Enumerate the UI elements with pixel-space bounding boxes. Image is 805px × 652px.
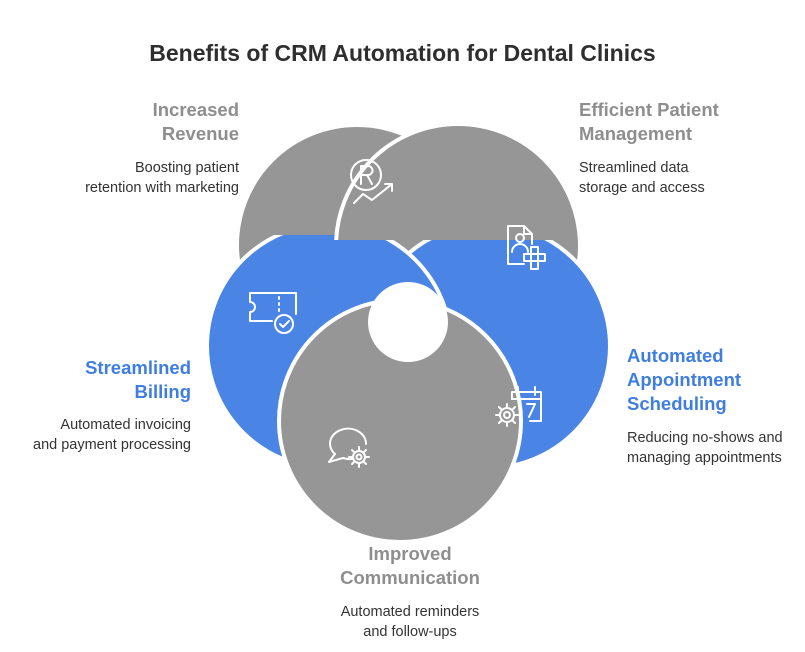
label-streamlined-billing: Streamlined Billing [85,356,191,404]
ring-efficient-patient-management-overlap [334,122,582,240]
label-automated-appointment-scheduling-line-2: Appointment [627,369,742,390]
desc-increased-revenue-line-1: Boosting patient [135,160,239,176]
label-improved-communication-line-2: Communication [340,567,480,588]
page-title: Benefits of CRM Automation for Dental Cl… [149,40,656,66]
label-increased-revenue: Increased Revenue [153,98,239,146]
desc-efficient-patient-management: Streamlined data storage and access [579,158,705,198]
desc-streamlined-billing-line-2: and payment processing [33,437,191,453]
label-automated-appointment-scheduling: Automated Appointment Scheduling [627,344,741,416]
desc-improved-communication: Automated reminders and follow-ups [270,602,550,642]
desc-automated-appointment-scheduling-line-1: Reducing no-shows and [627,430,783,446]
label-efficient-patient-management: Efficient Patient Management [579,98,719,146]
label-increased-revenue-line-2: Revenue [161,123,239,144]
desc-automated-appointment-scheduling-line-2: managing appointments [627,450,782,466]
label-increased-revenue-line-1: Increased [152,99,239,120]
revenue-growth-icon [350,159,393,204]
label-efficient-patient-management-line-1: Efficient Patient [579,99,719,120]
patient-file-add-icon [507,225,546,270]
desc-increased-revenue: Boosting patient retention with marketin… [85,158,239,198]
calendar-gear-icon [495,386,542,427]
desc-streamlined-billing: Automated invoicing and payment processi… [33,415,191,455]
desc-improved-communication-line-1: Automated reminders [340,604,480,620]
desc-improved-communication-line-2: and follow-ups [363,624,457,640]
label-streamlined-billing-line-2: Billing [134,381,191,402]
center-hole [368,282,448,362]
desc-increased-revenue-line-2: retention with marketing [85,180,239,196]
desc-efficient-patient-management-line-1: Streamlined data [579,160,689,176]
chat-gear-icon [328,427,370,468]
label-automated-appointment-scheduling-line-1: Automated [627,345,724,366]
desc-streamlined-billing-line-1: Automated invoicing [60,417,191,433]
ticket-check-icon [249,292,297,334]
label-improved-communication: Improved Communication [270,542,550,590]
label-automated-appointment-scheduling-line-3: Scheduling [627,393,727,414]
label-improved-communication-line-1: Improved [368,543,452,564]
label-streamlined-billing-line-1: Streamlined [85,357,191,378]
label-efficient-patient-management-line-2: Management [579,123,693,144]
desc-efficient-patient-management-line-2: storage and access [579,180,705,196]
desc-automated-appointment-scheduling: Reducing no-shows and managing appointme… [627,428,783,468]
